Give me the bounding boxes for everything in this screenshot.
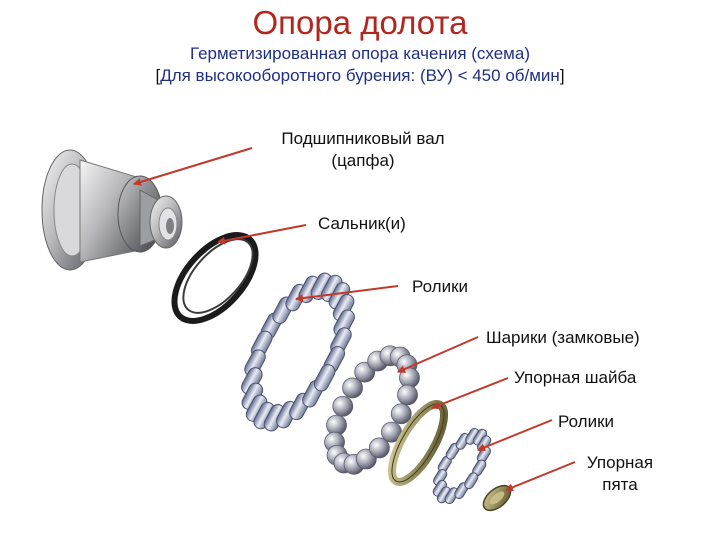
bearing-shaft — [42, 150, 182, 270]
thrust-heel — [479, 481, 515, 515]
ball — [391, 404, 411, 424]
roller-small — [463, 471, 480, 490]
arrow-shaft — [134, 148, 252, 184]
roller — [312, 362, 338, 393]
ball — [397, 385, 417, 405]
arrow-thrust-heel — [506, 462, 575, 490]
ball — [333, 396, 353, 416]
arrow-rollers-2 — [478, 420, 552, 450]
arrow-thrust-washer — [432, 378, 508, 408]
